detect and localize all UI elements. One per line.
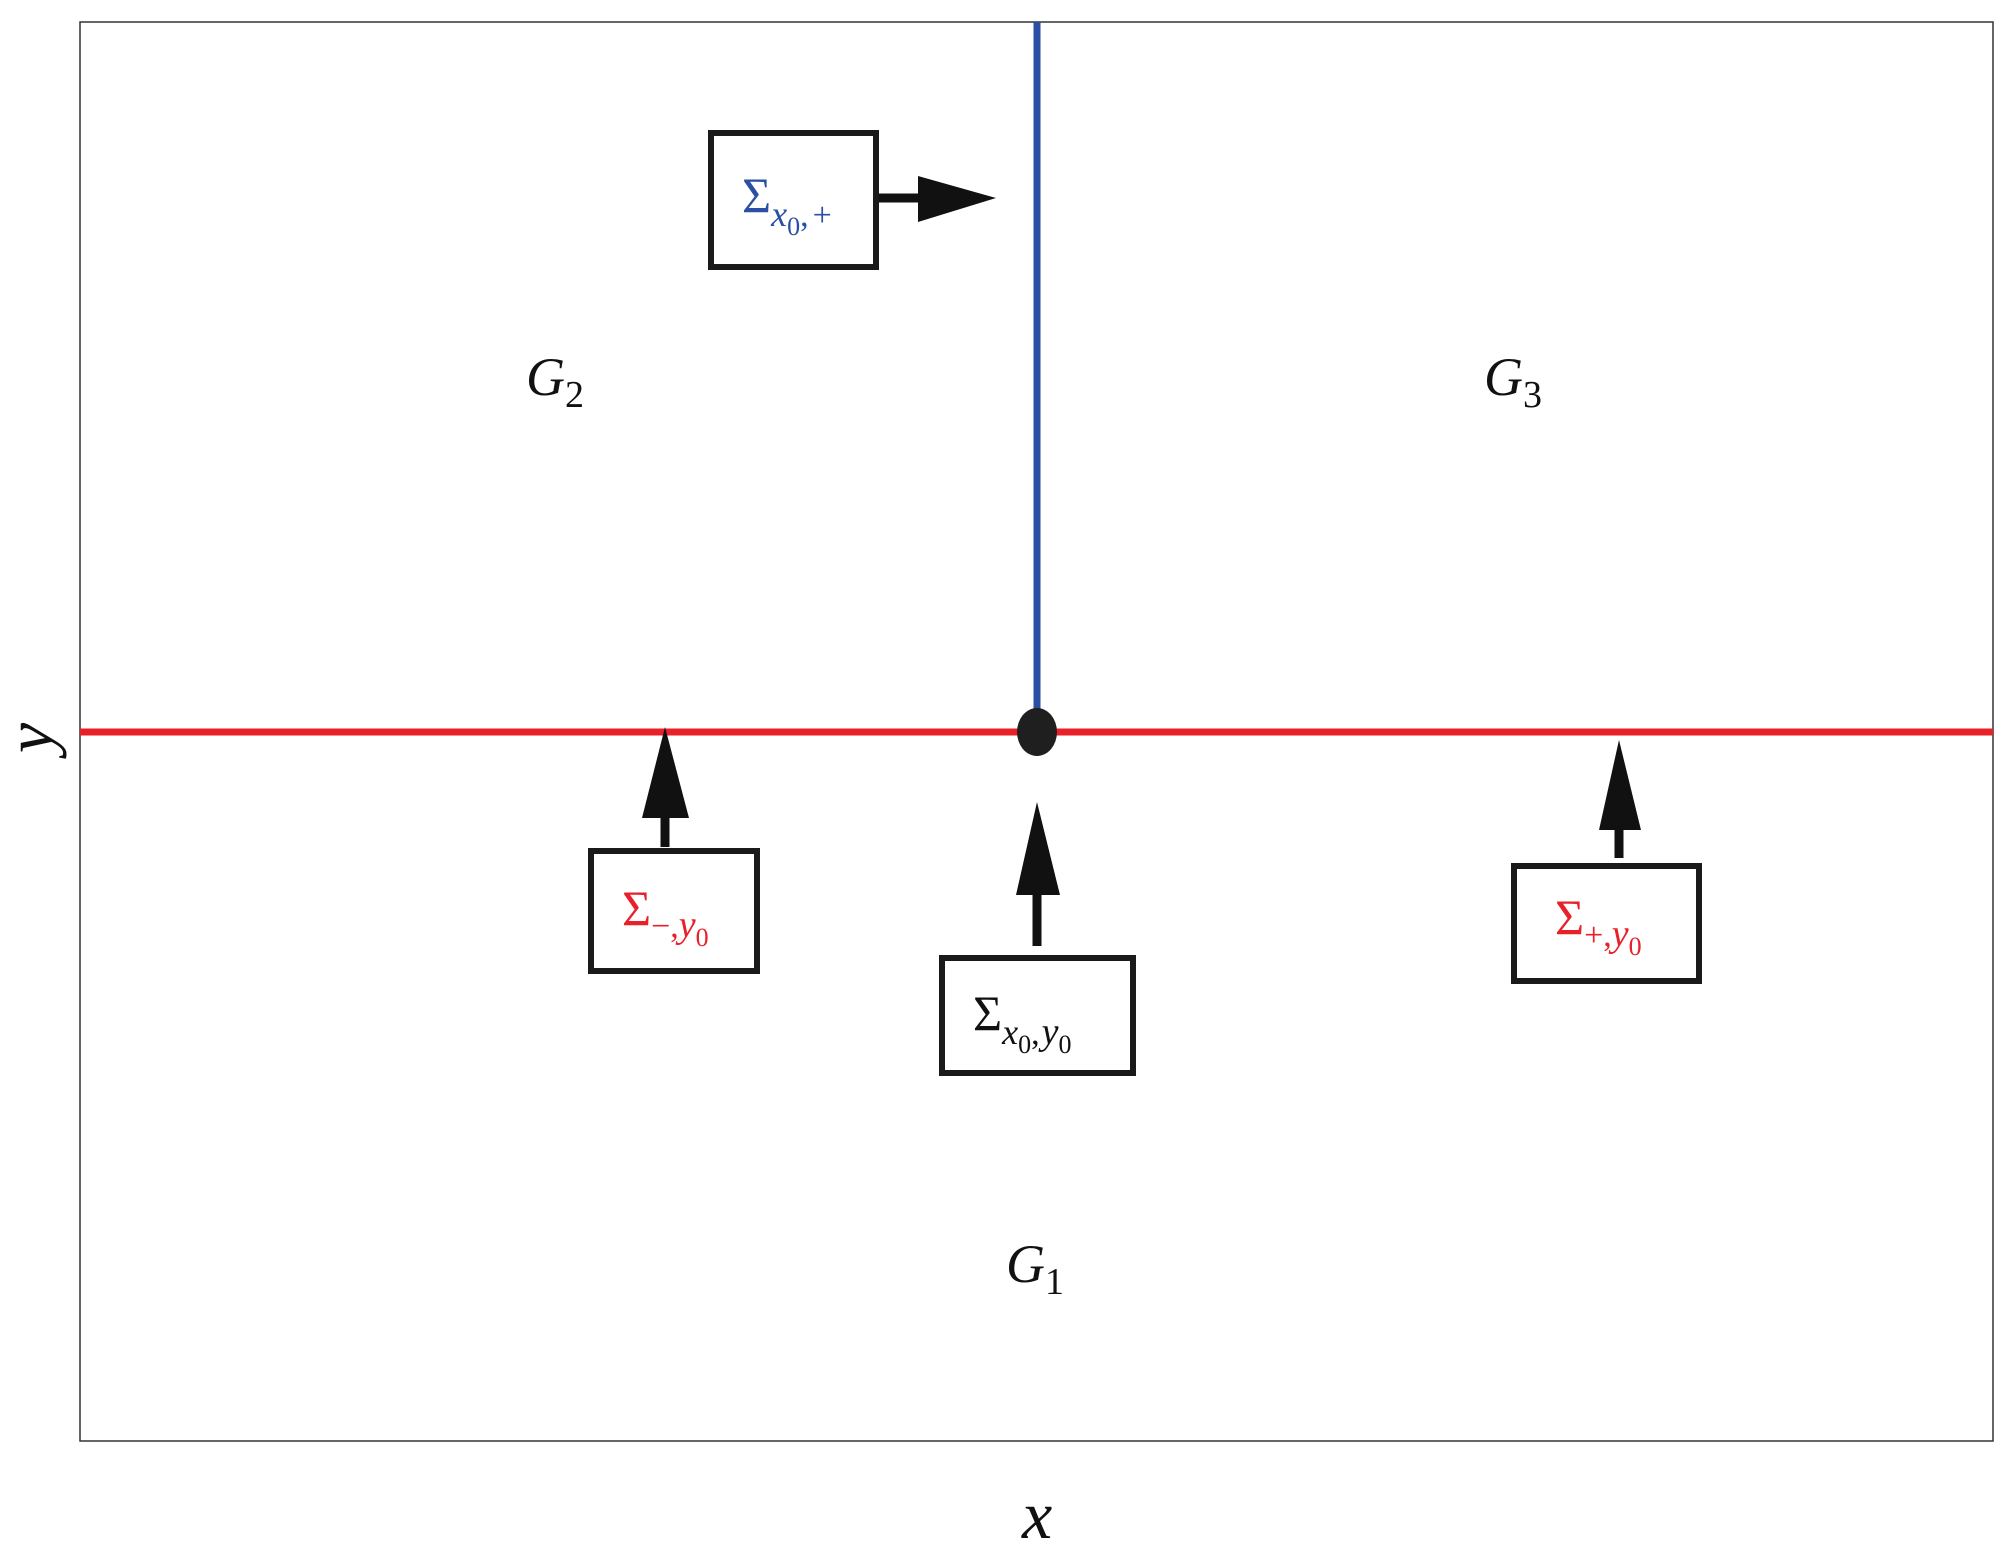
arrow-sigma-x0-y0 <box>1016 802 1060 946</box>
box-sigma-x0-plus <box>708 130 879 270</box>
region-label-g1: G1 <box>1006 1234 1064 1303</box>
y-axis-label: y <box>0 722 67 759</box>
label-sigma-plus-y0: Σ+,y0 <box>1555 889 1642 961</box>
box-sigma-plus-y0 <box>1511 863 1702 984</box>
arrow-sigma-plus-y0 <box>1599 740 1641 858</box>
region-label-g3: G3 <box>1484 347 1542 416</box>
label-sigma-minus-y0: Σ−,y0 <box>622 880 709 952</box>
label-sigma-x0-y0: Σx0,y0 <box>973 985 1071 1059</box>
box-sigma-minus-y0 <box>588 848 760 974</box>
label-sigma-x0-plus: Σx0,+ <box>742 167 832 241</box>
region-label-g2: G2 <box>526 347 584 416</box>
arrow-sigma-minus-y0 <box>642 727 689 847</box>
box-sigma-x0-y0 <box>939 955 1136 1076</box>
intersection-point <box>1017 708 1057 756</box>
arrow-sigma-x0-plus <box>878 176 996 222</box>
x-axis-label: x <box>1021 1477 1052 1551</box>
